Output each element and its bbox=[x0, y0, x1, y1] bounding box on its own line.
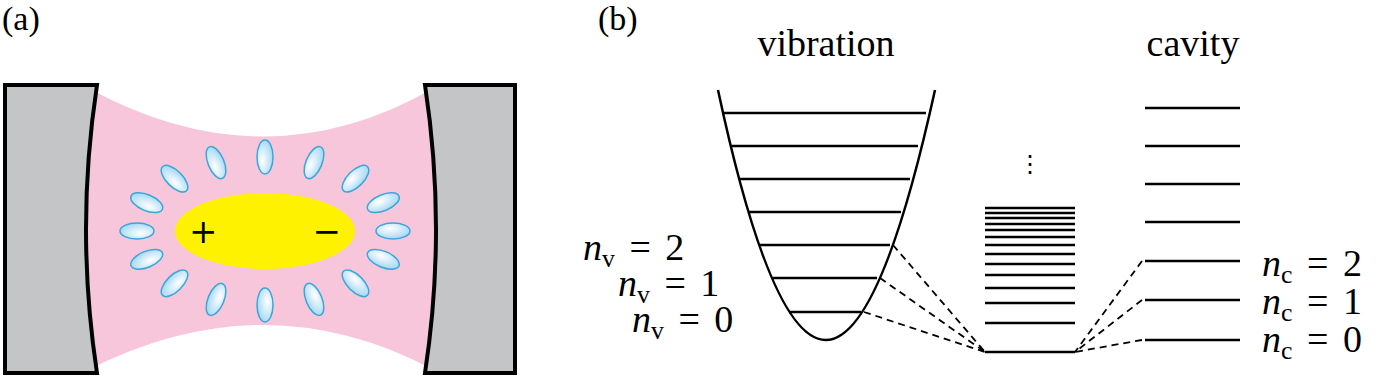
mirror bbox=[425, 85, 515, 373]
molecule-ellipse: +− bbox=[175, 193, 355, 269]
solvent-molecules bbox=[120, 140, 410, 322]
level-label: nv = 1 bbox=[618, 264, 719, 302]
potential-well bbox=[718, 90, 935, 340]
level-label: nv = 0 bbox=[632, 300, 733, 338]
mirror bbox=[5, 85, 97, 373]
panel-label: (b) bbox=[598, 2, 638, 36]
charge-sign-minus: − bbox=[313, 214, 342, 248]
charge-sign-plus: + bbox=[189, 214, 218, 248]
level-label: nc = 1 bbox=[1262, 282, 1362, 320]
cavity-levels bbox=[1145, 108, 1240, 340]
vibration-levels bbox=[724, 113, 926, 312]
level-label: nv = 2 bbox=[583, 228, 684, 266]
coupling-lines bbox=[864, 245, 1142, 352]
column-heading: cavity bbox=[1147, 24, 1240, 62]
ellipsis-mark: ⋮ bbox=[1018, 152, 1042, 176]
cavity-beam bbox=[88, 88, 434, 370]
hybrid-levels bbox=[985, 208, 1075, 352]
level-label: nc = 0 bbox=[1262, 320, 1362, 358]
column-heading: vibration bbox=[757, 24, 894, 62]
level-label: nc = 2 bbox=[1262, 244, 1362, 282]
panel-label: (a) bbox=[2, 2, 40, 36]
